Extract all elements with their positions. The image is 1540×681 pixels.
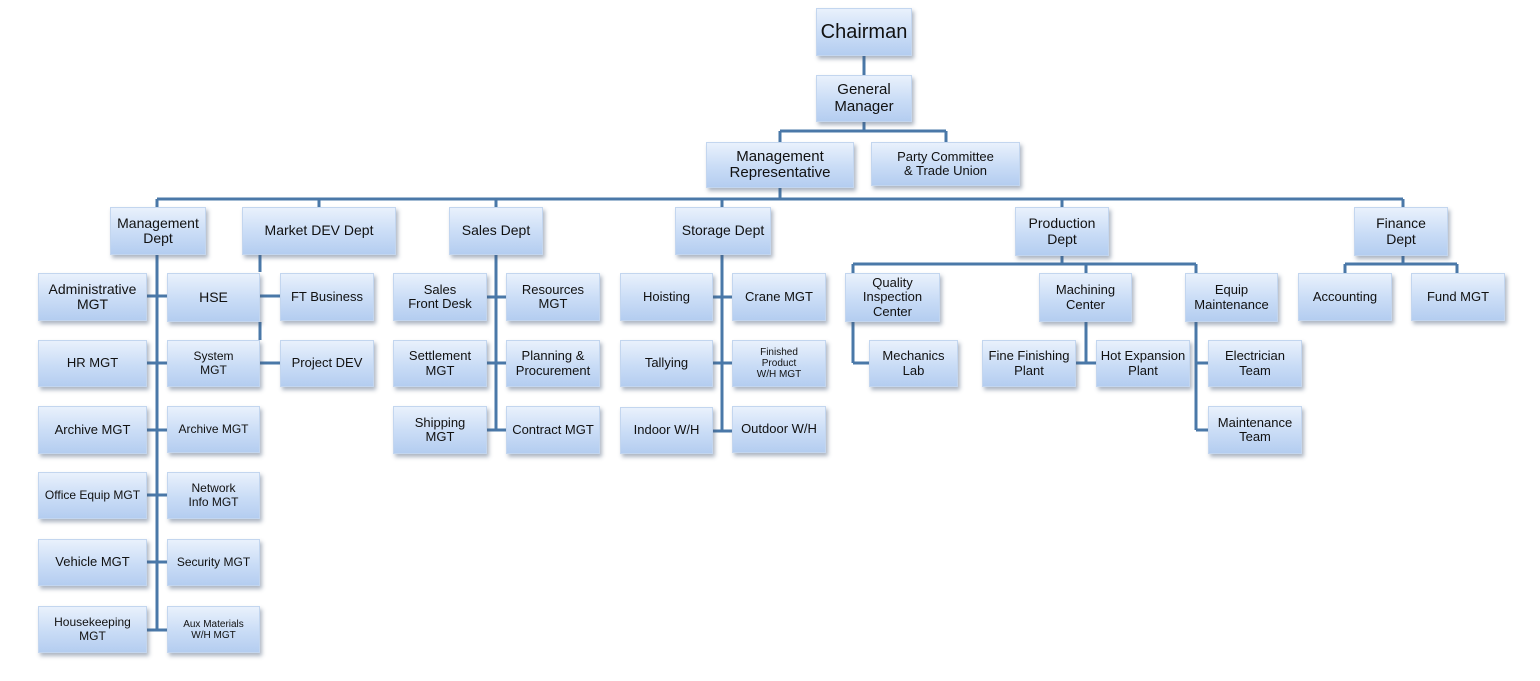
node-aux-materials-wh-mgt: Aux Materials W/H MGT xyxy=(167,606,260,653)
node-system-mgt: System MGT xyxy=(167,340,260,387)
node-hoisting: Hoisting xyxy=(620,273,713,321)
node-finance-dept: Finance Dept xyxy=(1354,207,1448,256)
node-finished-product-wh-mgt: Finished Product W/H MGT xyxy=(732,340,826,387)
node-party-committee: Party Committee & Trade Union xyxy=(871,142,1020,186)
node-hr-mgt: HR MGT xyxy=(38,340,147,387)
node-equip-maintenance: Equip Maintenance xyxy=(1185,273,1278,322)
node-crane-mgt: Crane MGT xyxy=(732,273,826,321)
node-general-manager: General Manager xyxy=(816,75,912,122)
node-archive-mgt-left: Archive MGT xyxy=(38,406,147,454)
node-security-mgt: Security MGT xyxy=(167,539,260,586)
node-fund-mgt: Fund MGT xyxy=(1411,273,1505,321)
node-quality-inspection-center: Quality Inspection Center xyxy=(845,273,940,322)
node-production-dept: Production Dept xyxy=(1015,207,1109,256)
node-maintenance-team: Maintenance Team xyxy=(1208,406,1302,454)
node-indoor-wh: Indoor W/H xyxy=(620,407,713,454)
node-chairman: Chairman xyxy=(816,8,912,56)
node-accounting: Accounting xyxy=(1298,273,1392,321)
node-hot-expansion-plant: Hot Expansion Plant xyxy=(1096,340,1190,387)
node-resources-mgt: Resources MGT xyxy=(506,273,600,321)
node-management-representative: Management Representative xyxy=(706,142,854,188)
node-storage-dept: Storage Dept xyxy=(675,207,771,255)
node-sales-dept: Sales Dept xyxy=(449,207,543,255)
node-sales-front-desk: Sales Front Desk xyxy=(393,273,487,321)
node-electrician-team: Electrician Team xyxy=(1208,340,1302,387)
node-hse: HSE xyxy=(167,273,260,322)
node-archive-mgt-right: Archive MGT xyxy=(167,406,260,453)
node-planning-procurement: Planning & Procurement xyxy=(506,340,600,387)
node-fine-finishing-plant: Fine Finishing Plant xyxy=(982,340,1076,387)
node-contract-mgt: Contract MGT xyxy=(506,406,600,454)
node-management-dept: Management Dept xyxy=(110,207,206,255)
node-office-equip-mgt: Office Equip MGT xyxy=(38,472,147,519)
node-vehicle-mgt: Vehicle MGT xyxy=(38,539,147,586)
node-housekeeping-mgt: Housekeeping MGT xyxy=(38,606,147,653)
node-shipping-mgt: Shipping MGT xyxy=(393,406,487,454)
node-project-dev: Project DEV xyxy=(280,340,374,387)
node-administrative-mgt: Administrative MGT xyxy=(38,273,147,321)
node-network-info-mgt: Network Info MGT xyxy=(167,472,260,519)
node-mechanics-lab: Mechanics Lab xyxy=(869,340,958,387)
node-market-dev-dept: Market DEV Dept xyxy=(242,207,396,255)
node-settlement-mgt: Settlement MGT xyxy=(393,340,487,387)
node-machining-center: Machining Center xyxy=(1039,273,1132,322)
node-tallying: Tallying xyxy=(620,340,713,387)
node-ft-business: FT Business xyxy=(280,273,374,321)
node-outdoor-wh: Outdoor W/H xyxy=(732,406,826,453)
